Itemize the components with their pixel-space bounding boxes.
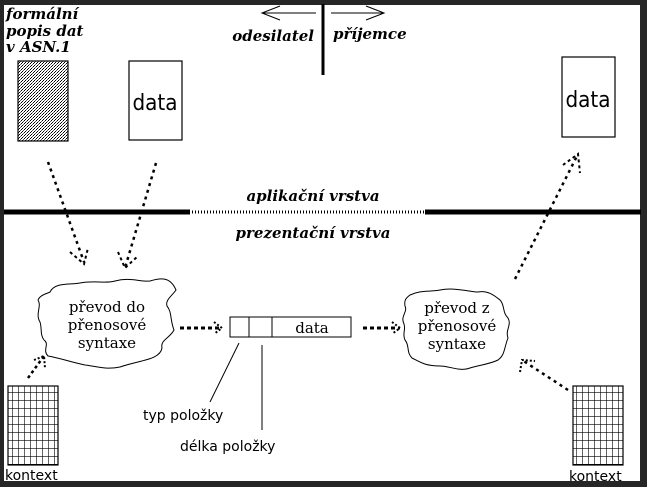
left-context-label: kontext [5, 468, 58, 484]
pdu-record: data [229, 316, 352, 338]
sender-data-box: data [128, 60, 183, 141]
context-to-decoder-arrow [519, 358, 569, 392]
pdu-type-field [229, 316, 250, 338]
decoder-line-1: převod z [424, 299, 490, 317]
pdu-data-field [271, 316, 352, 338]
decoder-line-2: přenosové [418, 317, 497, 335]
type-label: typ položky [143, 408, 223, 424]
left-context-grid [7, 385, 59, 466]
title-line-1: formální [5, 5, 80, 23]
encoder-line-3: syntaxe [78, 334, 136, 352]
pdu-length-field [248, 316, 273, 338]
sender-label: odesilatel [232, 27, 314, 45]
encoder-line-1: převod do [69, 298, 145, 316]
context-to-encoder-arrow [26, 354, 46, 379]
right-context-grid [572, 385, 624, 466]
asn1-spec-box [17, 60, 69, 142]
encoder-to-pdu-arrow [180, 321, 224, 335]
title-line-2: popis dat [6, 22, 84, 40]
data-to-encoder-arrow [117, 162, 158, 270]
decoder-to-data-arrow [513, 152, 581, 280]
paper-background [4, 5, 640, 481]
decoder-line-3: syntaxe [428, 335, 486, 353]
encoder-cloud: převod do přenosové syntaxe [37, 278, 177, 369]
application-layer-label: aplikační vrstva [246, 187, 379, 205]
pdu-to-decoder-arrow [363, 321, 402, 335]
spec-to-encoder-arrow [46, 161, 89, 266]
receiver-label: příjemce [333, 25, 407, 43]
decoder-cloud: převod z přenosové syntaxe [402, 288, 510, 370]
right-context-label: kontext [569, 469, 622, 485]
length-label: délka položky [180, 439, 275, 455]
receiver-data-label: data [566, 88, 611, 113]
sender-data-label: data [133, 91, 178, 116]
presentation-layer-label: prezentační vrstva [236, 224, 391, 242]
right-arrow-icon [331, 5, 386, 21]
receiver-data-box: data [561, 56, 616, 138]
pdu-data-label: data [295, 319, 329, 337]
left-arrow-icon [260, 5, 316, 21]
encoder-line-2: přenosové [68, 316, 147, 334]
title-line-3: v ASN.1 [6, 38, 71, 56]
type-pointer-line [209, 342, 240, 403]
